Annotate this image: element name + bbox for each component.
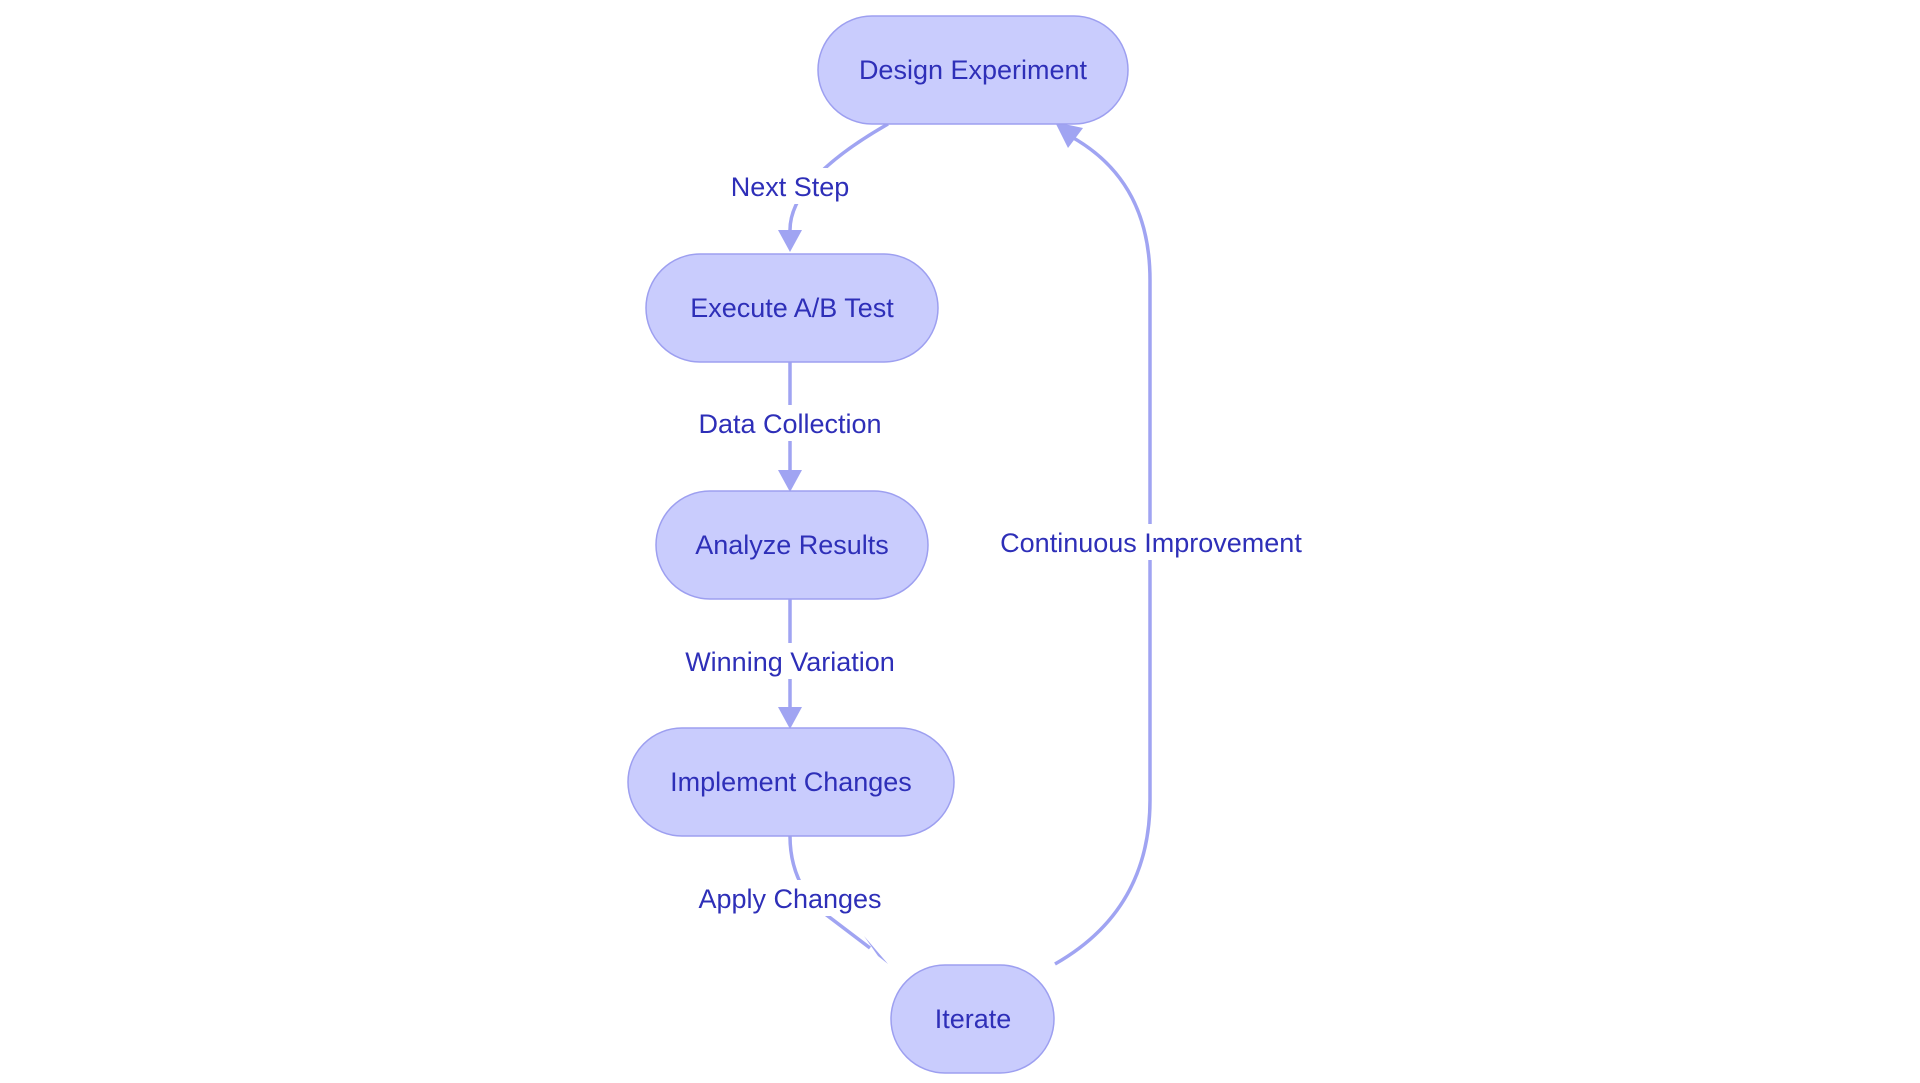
node-label: Design Experiment <box>859 55 1088 85</box>
edge-label-continuous-improvement: Continuous Improvement <box>992 524 1310 560</box>
edge-label-text: Data Collection <box>698 409 881 439</box>
edge-label-text: Winning Variation <box>685 647 895 677</box>
node-iterate[interactable]: Iterate <box>890 964 1055 1074</box>
node-design-experiment[interactable]: Design Experiment <box>817 15 1129 125</box>
edge-label-data-collection: Data Collection <box>690 405 890 441</box>
node-analyze-results[interactable]: Analyze Results <box>655 490 929 600</box>
node-label: Analyze Results <box>695 530 889 560</box>
edge-label-text: Continuous Improvement <box>1000 528 1302 558</box>
edge-labels: Next Step Data Collection Winning Variat… <box>680 168 1310 916</box>
nodes: Design Experiment Execute A/B Test Analy… <box>627 15 1129 1074</box>
node-implement-changes[interactable]: Implement Changes <box>627 727 955 837</box>
edge-label-winning-variation: Winning Variation <box>680 643 900 679</box>
arrowhead-icon <box>1055 122 1083 148</box>
arrowhead-icon <box>778 707 802 729</box>
edge-label-apply-changes: Apply Changes <box>694 880 886 916</box>
edge-label-text: Apply Changes <box>698 884 881 914</box>
node-label: Implement Changes <box>670 767 912 797</box>
edge-label-text: Next Step <box>731 172 850 202</box>
node-label: Iterate <box>935 1004 1012 1034</box>
arrowhead-icon <box>864 936 888 964</box>
node-label: Execute A/B Test <box>690 293 894 323</box>
edge-iterate-to-design <box>1054 122 1152 966</box>
arrowhead-icon <box>778 230 802 252</box>
arrowhead-icon <box>778 470 802 492</box>
edge-label-next-step: Next Step <box>722 168 858 204</box>
node-execute-ab-test[interactable]: Execute A/B Test <box>645 253 939 363</box>
